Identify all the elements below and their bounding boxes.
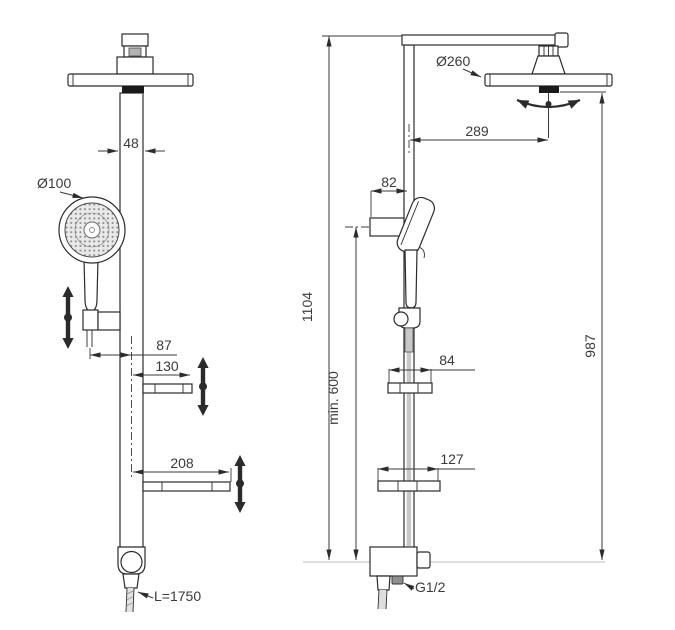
side-rain-head-outlet	[539, 86, 559, 93]
side-shower-arm	[401, 32, 569, 48]
dim-small-shelf-width-label: 130	[155, 358, 179, 374]
dim-small-shelf-width: 130	[133, 358, 190, 378]
side-internal-hose	[406, 330, 412, 546]
dim-overall-height-label: 1104	[299, 292, 315, 322]
dim-rain-head-height-label: 987	[582, 334, 598, 358]
water-connection-leader-arrow	[403, 582, 415, 591]
dim-large-shelf-depth: 127	[377, 451, 475, 481]
water-connection-text: G1/2	[415, 579, 446, 595]
dim-small-shelf-depth-label: 84	[439, 352, 455, 368]
side-small-shelf	[387, 382, 433, 394]
front-rain-head	[67, 73, 194, 93]
side-large-shelf	[377, 480, 441, 492]
dim-min-mounting-height-label: min. 600	[325, 371, 341, 425]
dim-large-shelf-depth-label: 127	[440, 451, 464, 467]
dim-hand-shower-offset-label: 87	[156, 337, 172, 353]
hose-length-leader-arrow	[137, 591, 154, 599]
front-ceiling-connector	[116, 33, 154, 75]
side-hand-shower-holder	[369, 217, 405, 237]
dim-min-mounting-height: min. 600	[325, 227, 359, 560]
small-shelf-slide-arrow-icon	[197, 357, 209, 416]
dim-pipe-width: 48	[98, 135, 165, 154]
dim-holder-projection: 82	[370, 174, 407, 217]
dim-large-shelf-width-label: 208	[170, 455, 194, 471]
side-rain-head	[484, 73, 613, 93]
rain-head-diameter-text: Ø260	[436, 53, 470, 69]
front-rain-head-outlet	[122, 86, 144, 93]
dim-overall-height: 1104	[299, 35, 402, 560]
front-hand-shower-holder	[82, 309, 121, 347]
dim-arm-projection: 289	[408, 123, 548, 154]
front-riser-pipe	[119, 92, 144, 549]
hose-length-text: L=1750	[154, 588, 201, 604]
rain-head-leader-arrow	[462, 68, 482, 78]
side-wall-bracket	[369, 546, 431, 610]
side-hand-shower	[393, 196, 436, 353]
dim-large-shelf-width: 208	[133, 455, 232, 482]
label-rain-head-diameter: Ø260	[436, 53, 482, 78]
hand-shower-leader-arrow	[59, 191, 84, 199]
dim-holder-projection-label: 82	[381, 174, 397, 190]
dim-hand-shower-offset: 87	[89, 337, 177, 359]
rain-head-swivel-arrow-icon	[516, 93, 581, 138]
hand-shower-slide-arrow-icon	[62, 286, 74, 349]
dim-rain-head-height: 987	[560, 91, 606, 560]
front-small-shelf	[142, 383, 193, 394]
hand-shower-diameter-text: Ø100	[37, 175, 71, 191]
front-hand-shower	[58, 196, 126, 312]
side-view: Ø260 289 987 1104 min. 600	[299, 32, 613, 610]
inlet-thread-nut	[391, 575, 404, 585]
dim-pipe-width-label: 48	[123, 135, 139, 151]
front-large-shelf	[142, 481, 231, 492]
label-water-connection: G1/2	[403, 579, 446, 595]
hand-shower-handle	[83, 258, 99, 312]
front-bottom-outlet	[117, 546, 146, 613]
dim-small-shelf-depth: 84	[388, 352, 475, 383]
front-view: 48 Ø100	[37, 33, 246, 613]
large-shelf-slide-arrow-icon	[234, 455, 246, 513]
dim-arm-projection-label: 289	[465, 123, 489, 139]
label-hose-length: L=1750	[137, 588, 201, 604]
label-hand-shower-diameter: Ø100	[37, 175, 84, 199]
